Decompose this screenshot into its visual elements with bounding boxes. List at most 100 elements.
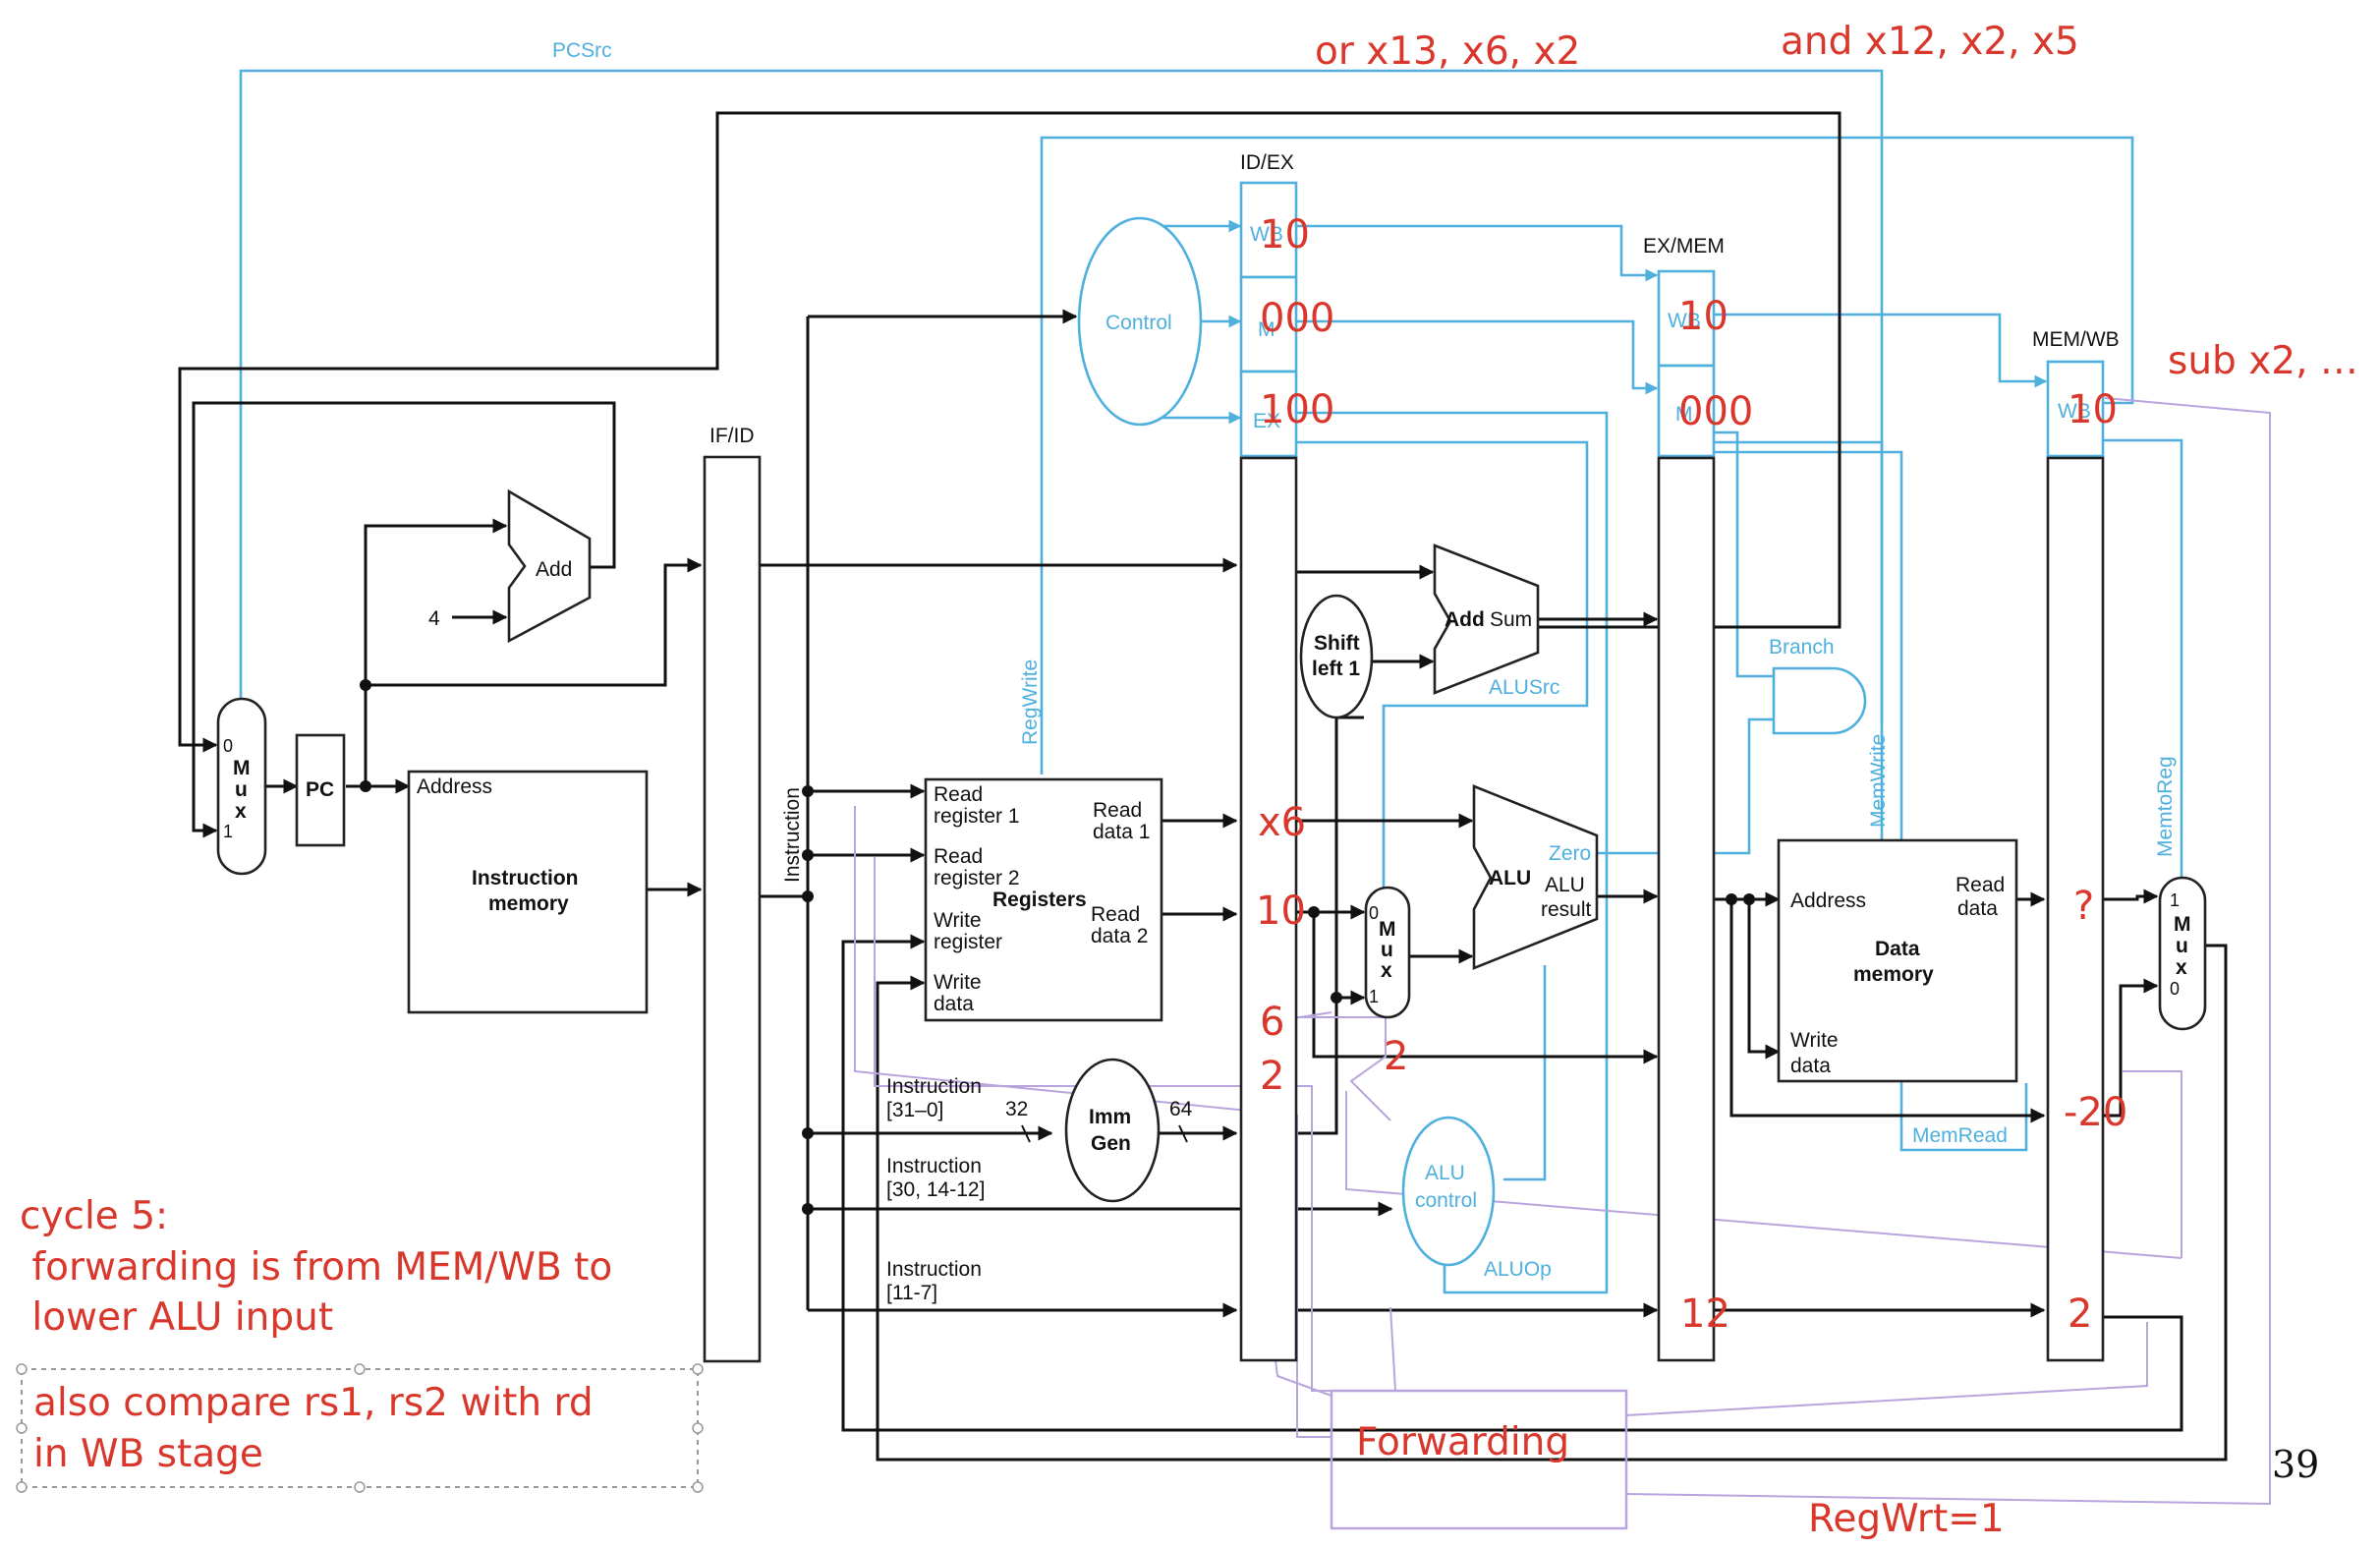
pc-mux: [216, 697, 267, 876]
instr-30-b: [30, 14-12]: [886, 1178, 985, 1201]
pc-mux-u: u: [235, 778, 248, 801]
memwrite-label: MemWrite: [1867, 734, 1890, 828]
alu-mux-m: M: [1379, 918, 1396, 941]
annotation-rs1: 6: [1260, 1000, 1284, 1045]
wb-mux-in0: 0: [2170, 979, 2180, 999]
alu-mux-in0: 0: [1369, 903, 1379, 923]
wb-mux-u: u: [2176, 935, 2188, 957]
shift-label-b: left 1: [1312, 658, 1360, 680]
data-mem-title-1: Data: [1875, 938, 1920, 960]
reg-read-data1-a: Read: [1093, 799, 1142, 822]
control-unit: [1077, 216, 1203, 427]
instr-11-7-b: [11-7]: [886, 1282, 937, 1304]
cycle-note-line-3: lower ALU input: [20, 1295, 333, 1340]
alu-mux-x: x: [1381, 959, 1392, 982]
registers-title: Registers: [992, 889, 1087, 911]
imm-gen: [1064, 1058, 1161, 1203]
regwrite-label: RegWrite: [1019, 660, 1042, 745]
alu-mux-in1: 1: [1369, 987, 1379, 1006]
aluop-label: ALUOp: [1484, 1258, 1552, 1281]
pc-mux-m: M: [233, 757, 251, 779]
data-mem-write-b: data: [1790, 1055, 1831, 1077]
control-label: Control: [1105, 312, 1172, 334]
forwarding-unit: [1330, 1389, 1628, 1530]
alu-label: ALU: [1489, 867, 1531, 889]
reg-read2-a: Read: [934, 845, 983, 868]
ex-mem-label: EX/MEM: [1643, 235, 1725, 258]
annotation-memwb-rd: 2: [2068, 1291, 2092, 1337]
datapath-wires: [178, 111, 2228, 1462]
instr-31-0-a: Instruction: [886, 1075, 982, 1098]
if-id-label: IF/ID: [709, 425, 755, 447]
id-ex-register: [1239, 181, 1298, 1362]
alu-input-mux: [1364, 886, 1411, 1019]
annotation-memwb-aluresult: -20: [2064, 1090, 2127, 1135]
annotation-mux-input: 2: [1384, 1034, 1408, 1079]
reg-write-data-a: Write: [934, 971, 982, 994]
reg-read-data2-b: data 2: [1091, 925, 1148, 947]
data-mem-read-a: Read: [1955, 874, 2005, 896]
idex-wb-field: WB: [1250, 223, 1283, 246]
note-line-1[interactable]: also compare rs1, rs2 with rd: [33, 1381, 594, 1425]
annotation-exmem-wb: 10: [1678, 294, 1728, 339]
annotation-idex-ex: 100: [1260, 387, 1334, 432]
instr-31-0-b: [31–0]: [886, 1099, 943, 1121]
reg-read-data1-b: data 1: [1093, 821, 1150, 843]
branch-label: Branch: [1769, 636, 1835, 659]
pc-mux-x: x: [235, 800, 247, 823]
wb-mux-in1: 1: [2170, 890, 2180, 910]
reg-read1-b: register 1: [934, 805, 1020, 828]
note-box-handles: [16, 1363, 704, 1493]
sum-label: Sum: [1490, 608, 1532, 631]
reg-read2-b: register 2: [934, 867, 1020, 889]
branch-and-gate: [1772, 666, 1867, 735]
instr-mem-address: Address: [417, 775, 492, 798]
instr-mem-title-2: memory: [488, 892, 569, 915]
wb-mux-m: M: [2174, 913, 2191, 936]
exmem-wb-field: WB: [1668, 310, 1701, 332]
memread-label: MemRead: [1912, 1124, 2008, 1147]
annotation-idex-wb: 10: [1260, 212, 1310, 258]
reg-write-data-b: data: [934, 993, 974, 1015]
annotation-instr-and: and x12, x2, x5: [1781, 20, 2079, 64]
writeback-mux: [2158, 876, 2207, 1031]
annotation-instr-sub: sub x2, …: [2168, 339, 2358, 383]
annotation-read-data1: x6: [1258, 800, 1306, 845]
register-file: [924, 777, 1163, 1022]
instruction-memory: [407, 770, 649, 1014]
zero-label: Zero: [1549, 842, 1591, 865]
memwb-wb-field: WB: [2058, 400, 2091, 423]
pc-register: [295, 733, 346, 847]
memtoreg-label: MemtoReg: [2154, 756, 2177, 857]
alu-mux-u: u: [1381, 939, 1393, 961]
pcsrc-label: PCSrc: [552, 39, 612, 62]
bits-32-label: 32: [1005, 1098, 1028, 1120]
pc-adder: [507, 488, 592, 644]
annotation-read-data2: 10: [1256, 889, 1306, 934]
idex-ex-field: EX: [1253, 410, 1280, 432]
mem-wb-register: [2046, 360, 2105, 1362]
pc-label: PC: [306, 778, 334, 801]
reg-read-data2-a: Read: [1091, 903, 1140, 926]
shift-label-a: Shift: [1314, 632, 1360, 655]
note-line-2[interactable]: in WB stage: [33, 1432, 263, 1476]
data-mem-write-a: Write: [1790, 1029, 1839, 1052]
pc-mux-in1: 1: [223, 822, 233, 841]
add-label: Add: [536, 558, 572, 581]
imm-gen-b: Gen: [1091, 1132, 1131, 1155]
instr-mem-title-1: Instruction: [472, 867, 579, 889]
alu: [1472, 784, 1599, 970]
alu-result-b: result: [1541, 898, 1592, 921]
imm-gen-a: Imm: [1089, 1106, 1131, 1128]
bits-64-label: 64: [1169, 1098, 1193, 1120]
instr-11-7-a: Instruction: [886, 1258, 982, 1281]
ex-mem-register: [1657, 269, 1716, 1362]
annotation-exmem-rd: 12: [1680, 1291, 1730, 1337]
annotation-memwb-wb: 10: [2068, 387, 2118, 432]
pc-mux-in0: 0: [223, 736, 233, 756]
branch-adder: [1433, 544, 1540, 695]
annotation-instr-or: or x13, x6, x2: [1315, 29, 1580, 74]
alu-result-a: ALU: [1545, 874, 1585, 896]
annotation-idex-m: 000: [1260, 296, 1334, 341]
